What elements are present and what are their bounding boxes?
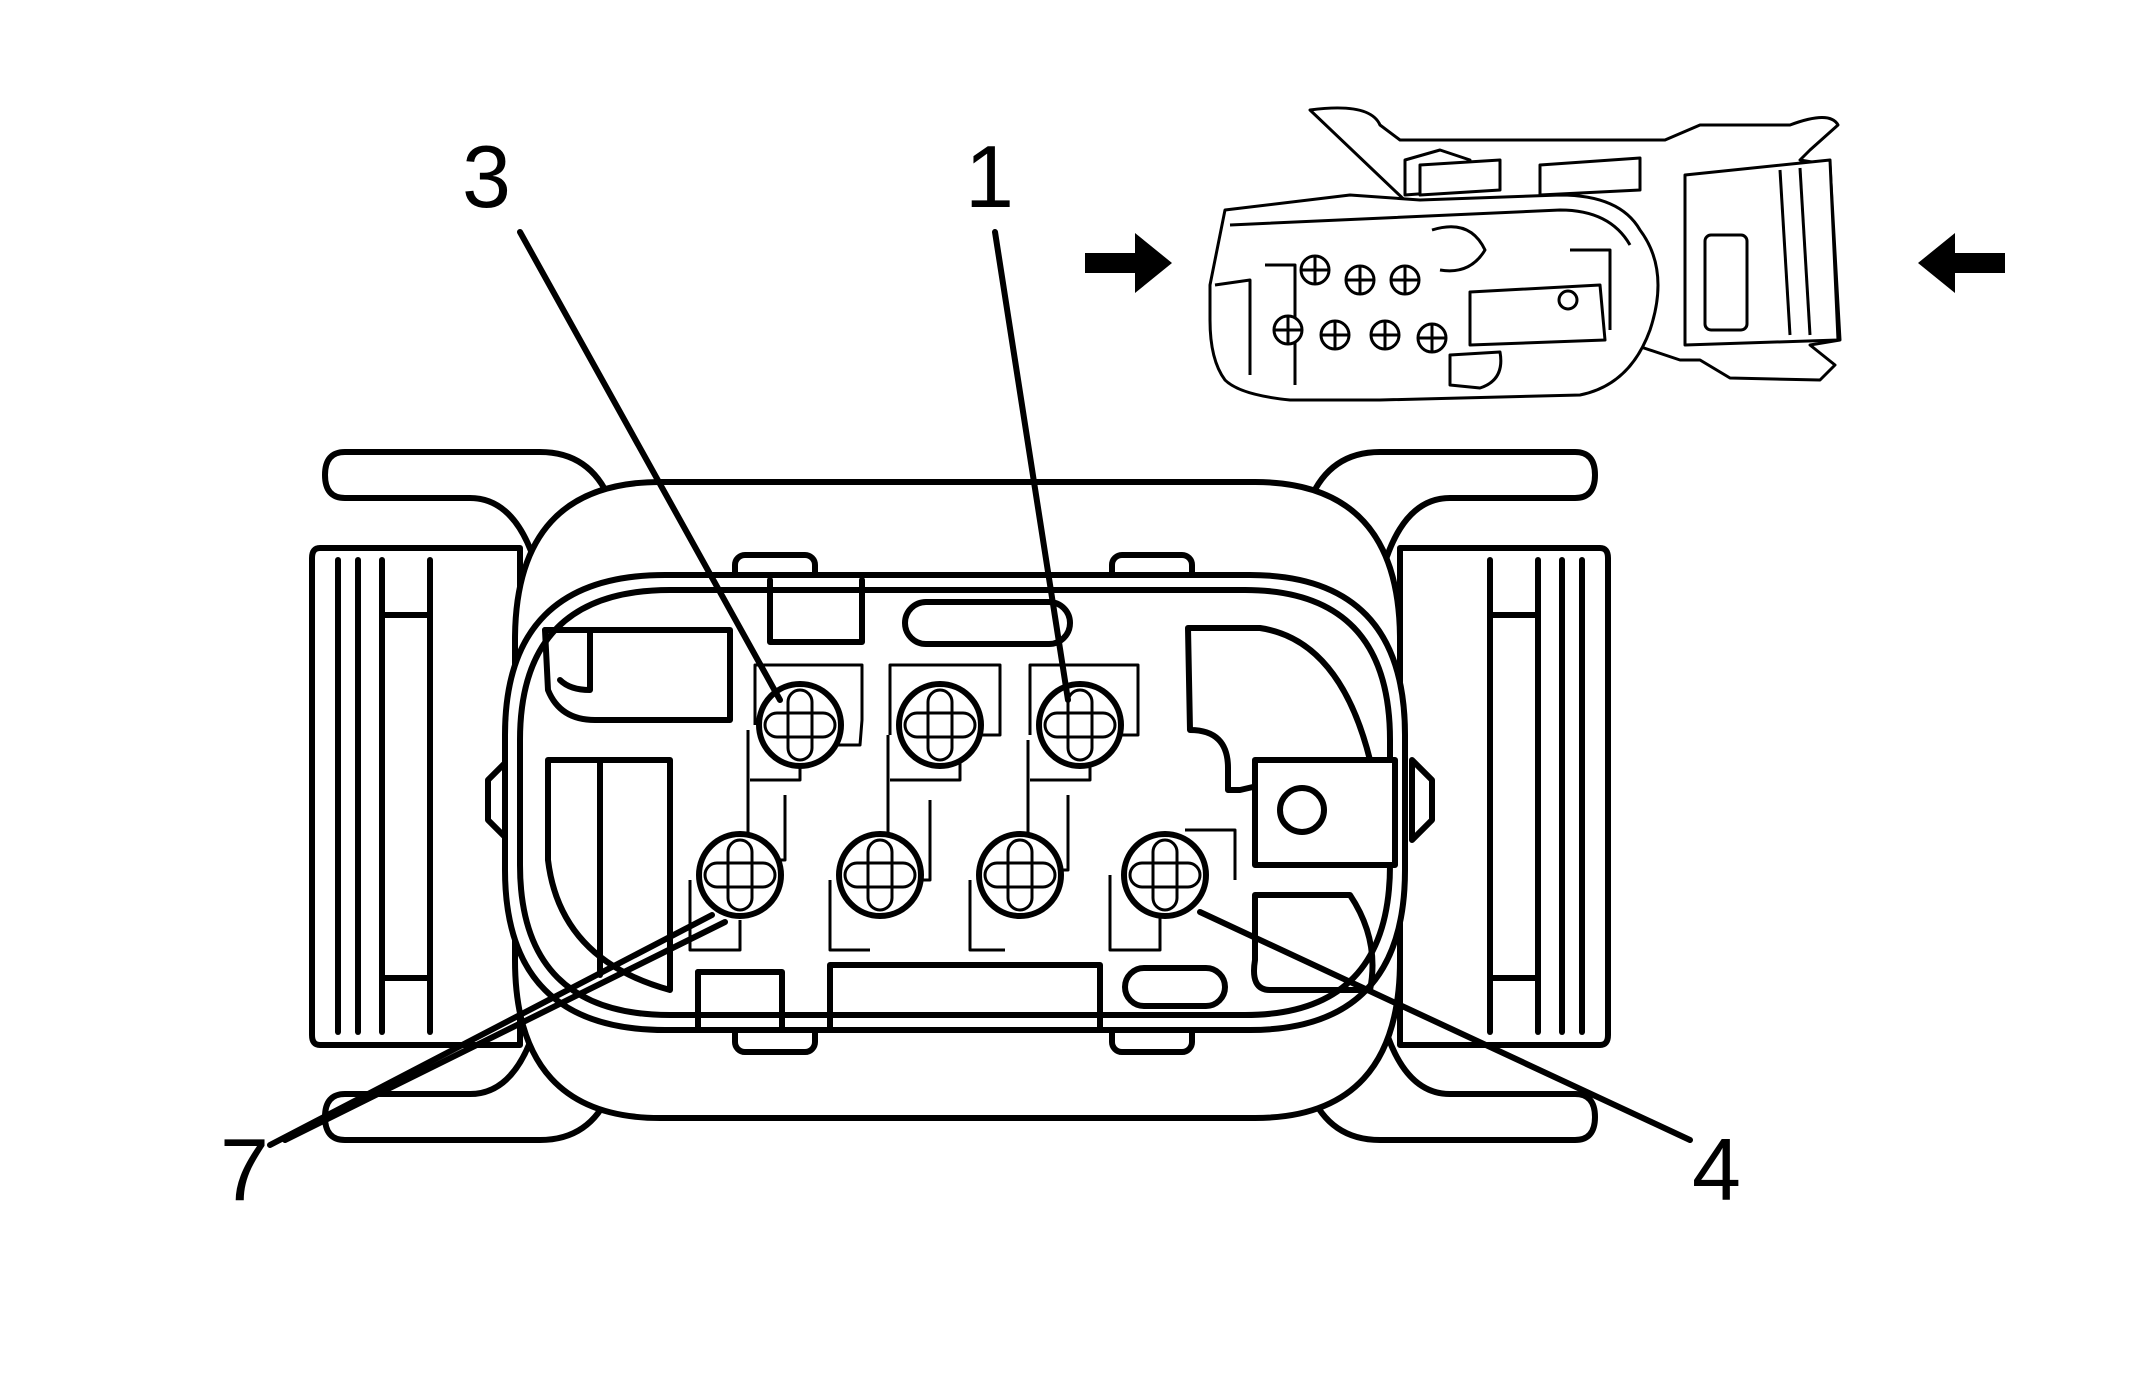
- leader-line-7b: [282, 919, 728, 1143]
- pin-cavity-4: [1121, 831, 1209, 919]
- pin-cavity-2: [896, 681, 984, 769]
- pin-label-4: 4: [1692, 1120, 1741, 1219]
- pin-label-1: 1: [965, 127, 1014, 226]
- pin-label-3: 3: [462, 127, 511, 226]
- pin-cavity-3: [756, 681, 844, 769]
- pin-cavity-6: [836, 831, 924, 919]
- iso-pins: [1272, 254, 1448, 354]
- leader-line-4: [1197, 909, 1693, 1143]
- connector-face-view: [309, 449, 1611, 1143]
- pin-label-7: 7: [220, 1120, 269, 1219]
- leader-lines: [267, 229, 1693, 1148]
- pin-cavity-5: [976, 831, 1064, 919]
- insertion-arrow-icon: [1085, 233, 1172, 293]
- leader-line-3: [517, 229, 783, 703]
- pin-cavity-7: [696, 831, 784, 919]
- leader-line-7a: [267, 912, 715, 1148]
- pin-cavity-1: [1036, 681, 1124, 769]
- insertion-arrow-icon: [1918, 233, 2005, 293]
- connector-iso-view: [1208, 106, 1842, 402]
- leader-line-1: [992, 229, 1071, 703]
